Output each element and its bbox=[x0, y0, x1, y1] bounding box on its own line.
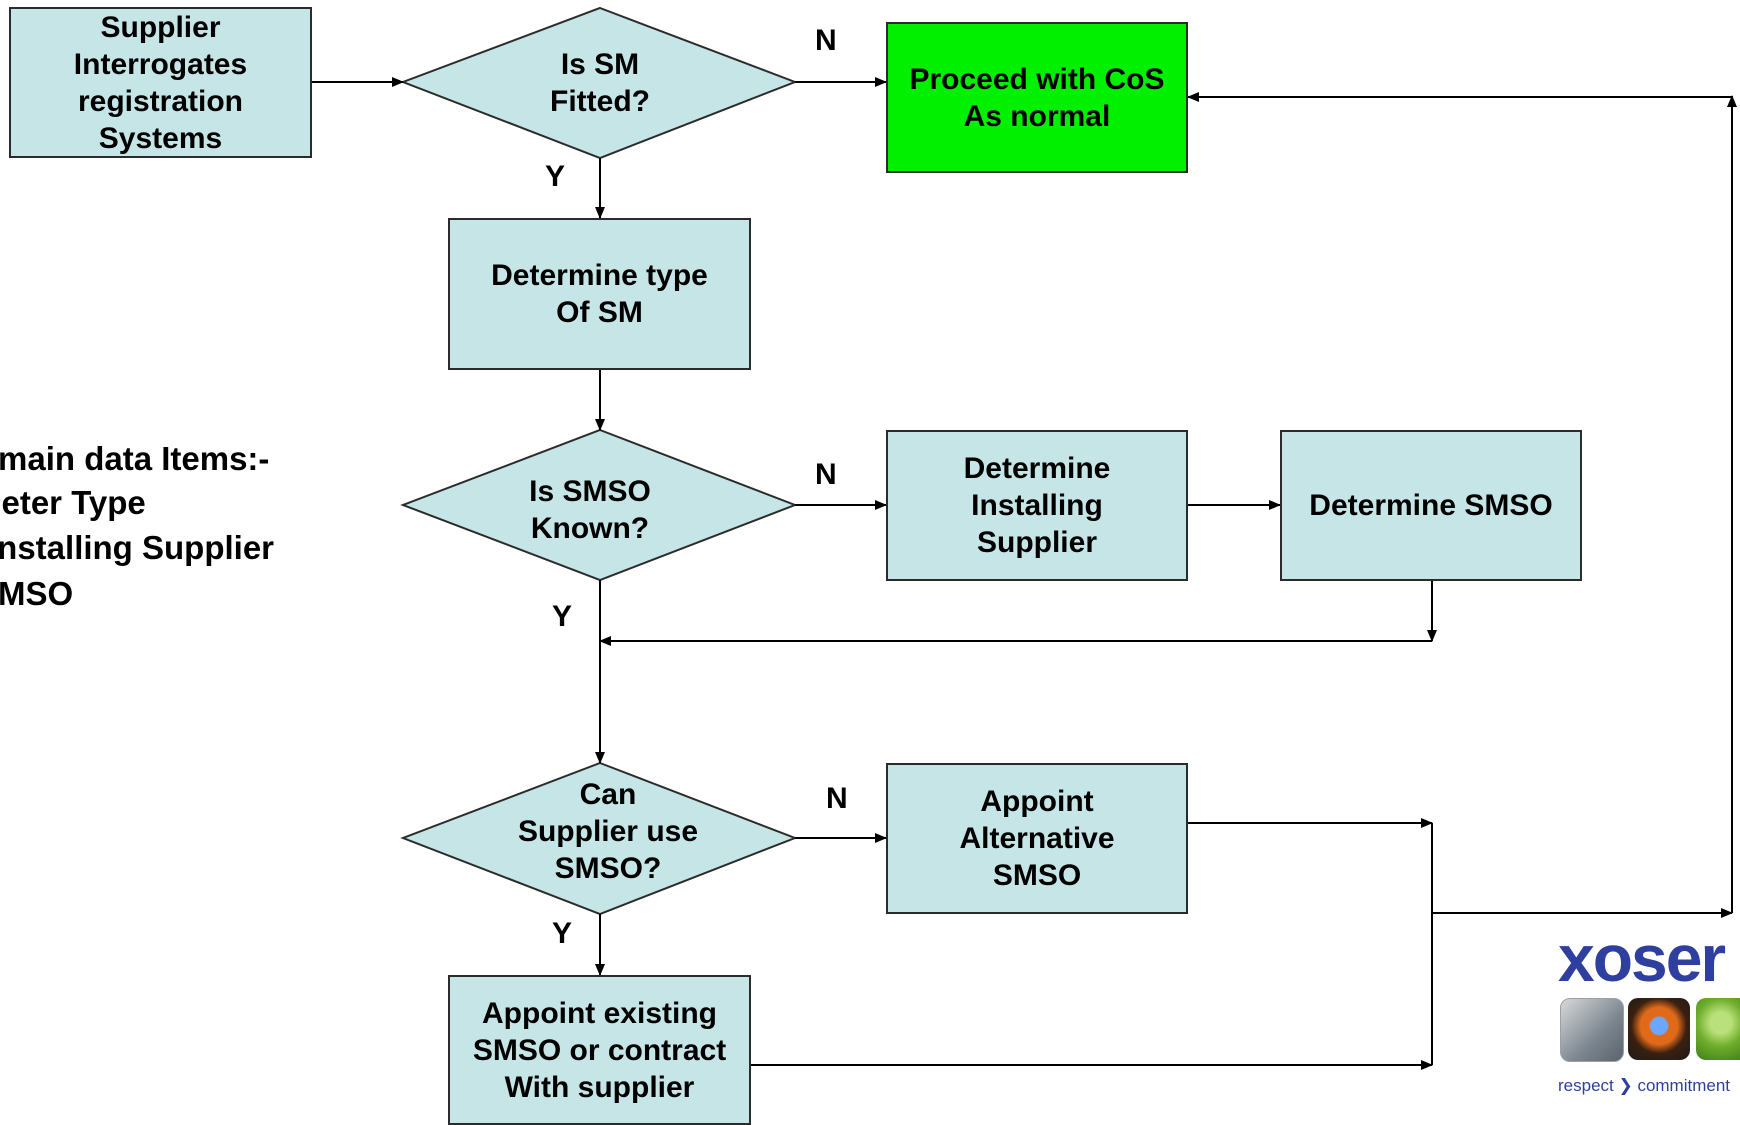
side-note-title: main data Items:- bbox=[0, 440, 270, 477]
decision-sm-fitted-label: Is SM Fitted? bbox=[550, 48, 650, 118]
canuse-yes-label: Y bbox=[552, 917, 573, 950]
known-no-label: N bbox=[815, 458, 837, 491]
decision-can-use-smso-label: Can Supplier use SMSO? bbox=[517, 777, 699, 885]
appoint-existing-node: Appoint existing SMSO or contract With s… bbox=[448, 975, 751, 1125]
side-note-item: Installing Supplier bbox=[0, 529, 275, 566]
decision-smso-known-label: Is SMSO Known? bbox=[529, 475, 651, 545]
fitted-yes-label: Y bbox=[545, 160, 566, 193]
fitted-no-label: N bbox=[815, 24, 837, 57]
leaf-photo-icon bbox=[1696, 998, 1740, 1060]
determine-smso-node: Determine SMSO bbox=[1280, 430, 1582, 581]
determine-installing-node: Determine Installing Supplier bbox=[886, 430, 1188, 581]
side-note-item: SMSO bbox=[0, 575, 74, 612]
brand-tagline: respect ❯ commitment bbox=[1558, 1076, 1731, 1095]
brand-logo: xoser bbox=[1558, 921, 1726, 995]
appoint-alternative-node: Appoint Alternative SMSO bbox=[886, 763, 1188, 914]
side-note-item: Meter Type bbox=[0, 484, 146, 521]
known-yes-label: Y bbox=[552, 600, 573, 633]
determine-type-node: Determine type Of SM bbox=[448, 218, 751, 370]
proceed-node: Proceed with CoS As normal bbox=[886, 22, 1188, 173]
canuse-no-label: N bbox=[826, 782, 848, 815]
start-node: Supplier Interrogates registration Syste… bbox=[9, 7, 312, 158]
meter-photo-icon bbox=[1560, 998, 1624, 1062]
gas-flame-photo-icon bbox=[1628, 998, 1690, 1060]
